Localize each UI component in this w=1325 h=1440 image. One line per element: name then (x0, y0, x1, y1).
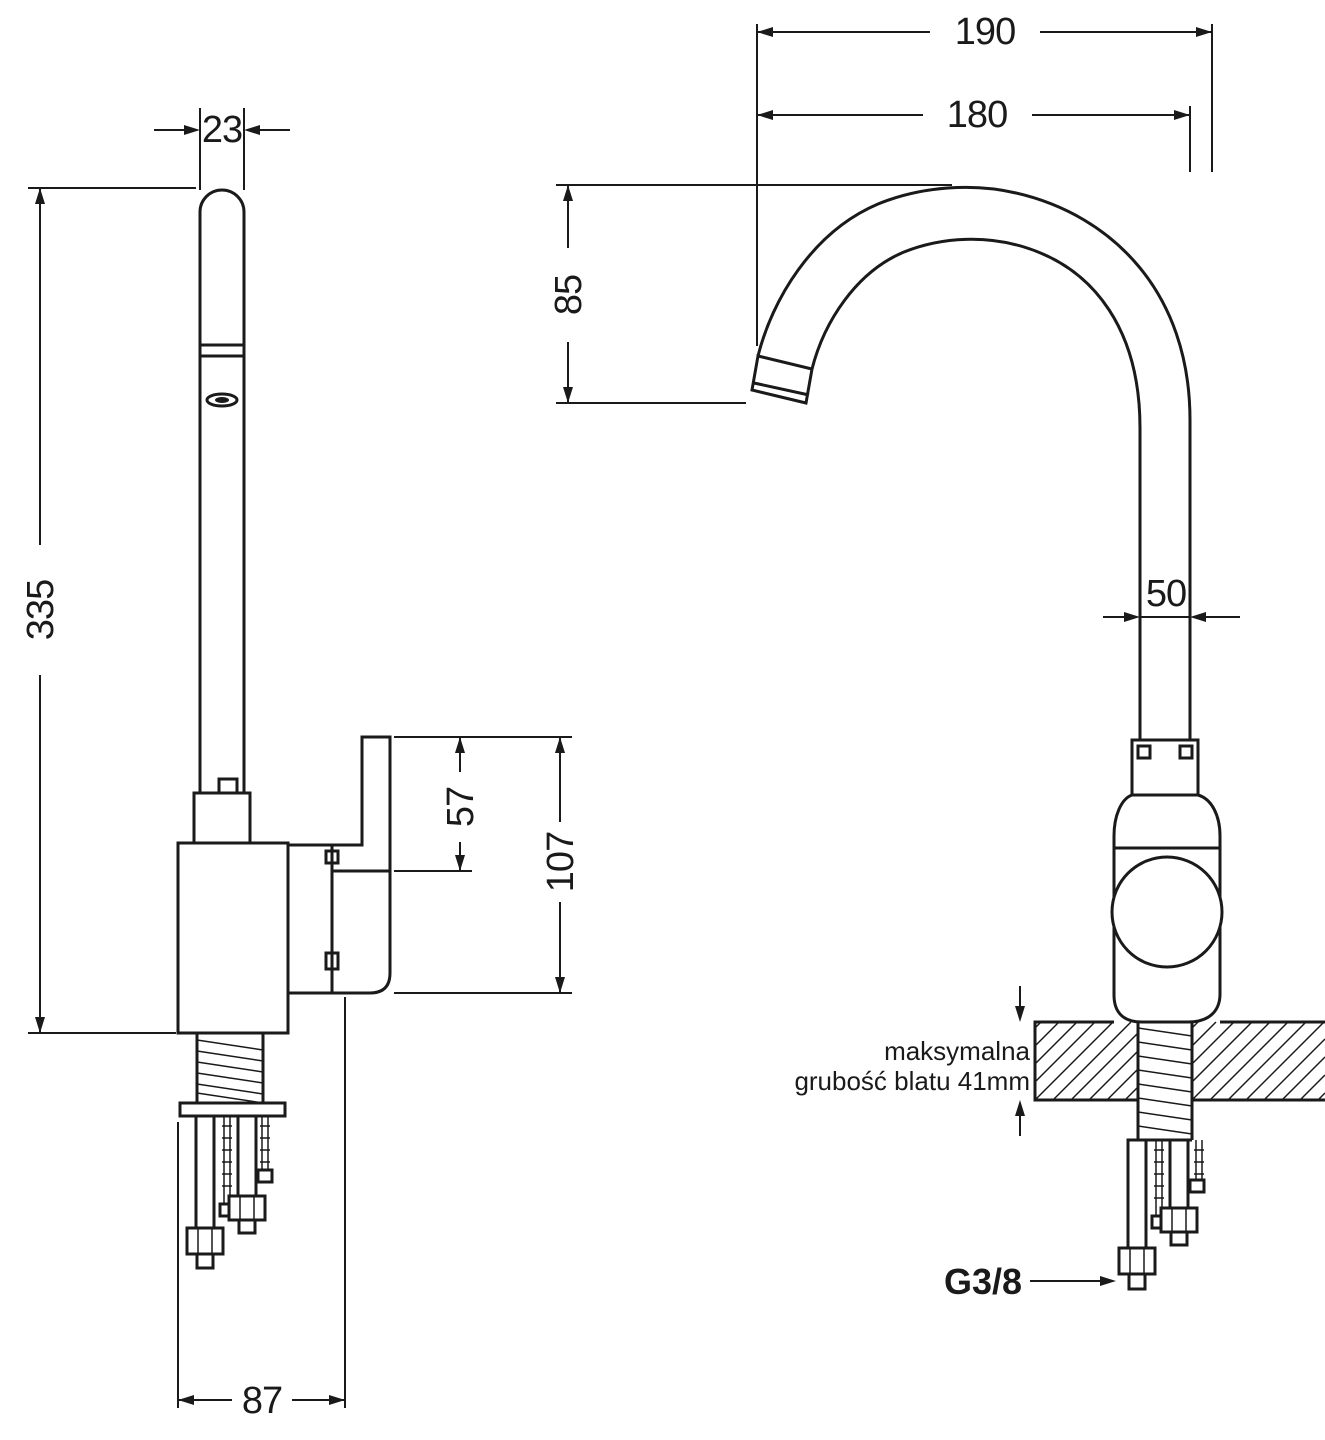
side-mounting-hardware (185, 1114, 274, 1270)
side-hose-left (194, 1114, 216, 1230)
front-handle-knob (1110, 855, 1224, 969)
dim-base-width-label: 87 (242, 1380, 282, 1422)
thread-size-label: G3/8 (944, 1261, 1022, 1302)
front-spout-outer (756, 185, 1192, 740)
side-aerator-outlet (215, 397, 229, 403)
side-housing-detail-bottom (324, 951, 340, 971)
front-hose-left-nut-facets (1129, 1248, 1145, 1274)
side-collar-notch (217, 777, 239, 795)
front-spout-inner (810, 237, 1142, 740)
side-housing-detail-top (324, 849, 340, 865)
front-collar-detail-right (1178, 744, 1194, 760)
thread-callout: G3/8 (944, 1261, 1116, 1302)
front-collar-detail-left (1136, 744, 1152, 760)
dim-base-width: 87 (177, 997, 346, 1422)
side-collar (192, 791, 252, 845)
dim-total-height-label: 335 (20, 580, 62, 640)
countertop-hatch-right (1191, 1021, 1325, 1101)
front-threaded-shank (1136, 1022, 1194, 1142)
front-hose-left-tip (1127, 1272, 1147, 1291)
counter-thickness-note: maksymalna grubość blatu 41mm (794, 986, 1031, 1136)
side-body (176, 841, 290, 1035)
front-hose-left-nut (1117, 1246, 1157, 1276)
front-hose-right (1168, 1138, 1190, 1210)
front-spout-tip (750, 354, 814, 405)
side-hose-right-tip (237, 1218, 257, 1235)
counter-note-line1: maksymalna (884, 1036, 1030, 1066)
side-aerator-outline (205, 392, 239, 408)
side-hose-right (236, 1114, 258, 1198)
side-stud-left (222, 1116, 232, 1204)
dim-spout-width-label: 23 (202, 109, 242, 151)
side-stud-right (260, 1116, 270, 1170)
side-housing-seam (330, 845, 390, 993)
side-hose-left-nut (185, 1226, 225, 1256)
dim-handle-length-label: 57 (440, 787, 482, 827)
side-flange (178, 1101, 287, 1118)
countertop-outline (1033, 1020, 1325, 1102)
side-hose-left-tip (195, 1252, 215, 1270)
dim-column-width: 50 (1103, 573, 1240, 622)
dim-handle-length: 57 (394, 736, 572, 872)
dim-spout-reach: 180 (757, 94, 1191, 172)
front-hose-left (1126, 1138, 1148, 1250)
counter-note-line2: grubość blatu 41mm (794, 1066, 1030, 1096)
front-hose-right-nut-facets (1171, 1208, 1187, 1232)
dim-spout-reach-label: 180 (947, 94, 1007, 136)
dim-handle-height-label: 107 (540, 832, 582, 892)
front-hose-right-tip (1169, 1230, 1189, 1247)
front-shank-threads (1137, 1027, 1193, 1135)
dim-spout-drop-label: 85 (548, 275, 590, 315)
countertop-hatch-left (1034, 1021, 1139, 1101)
front-stud-right (1194, 1140, 1204, 1180)
countertop-section (1033, 1020, 1325, 1102)
faucet-front-view: 190 180 85 50 maksymalna (548, 11, 1325, 1302)
dim-total-height: 335 (20, 187, 196, 1034)
dim-spout-width: 23 (154, 108, 290, 190)
dim-overall-width-label: 190 (955, 11, 1015, 53)
front-stud-left (1154, 1140, 1164, 1216)
side-handle-housing (288, 735, 392, 995)
side-hose-left-nut-facets (197, 1228, 213, 1254)
side-hose-right-nut (227, 1194, 267, 1222)
front-hose-right-nut (1159, 1206, 1199, 1234)
dim-handle-height: 107 (394, 737, 582, 994)
dim-spout-drop: 85 (548, 184, 952, 404)
dim-overall-width: 190 (756, 11, 1213, 346)
side-hose-right-nut-facets (239, 1196, 255, 1220)
faucet-side-view: 23 335 57 107 87 (20, 108, 582, 1422)
front-collar (1130, 738, 1200, 797)
side-shank-threads (196, 1039, 264, 1104)
dim-column-width-label: 50 (1146, 573, 1186, 615)
front-mounting-hardware (1117, 1138, 1206, 1291)
front-stud-right-cap (1188, 1178, 1206, 1194)
side-stud-right-cap (256, 1168, 274, 1184)
side-spout-column (198, 188, 246, 793)
front-body (1112, 793, 1222, 1024)
side-spout-band (200, 343, 244, 358)
